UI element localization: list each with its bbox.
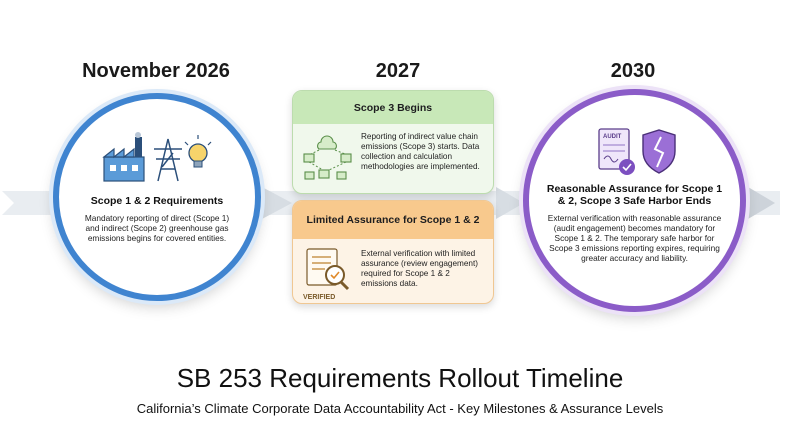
verified-stamp: VERIFIED xyxy=(303,294,335,301)
emissions-icons xyxy=(102,132,212,182)
assurance-icons: AUDIT xyxy=(597,128,676,175)
power-tower-icon xyxy=(154,138,182,182)
broken-shield-icon xyxy=(641,129,676,174)
arrow-head xyxy=(748,187,775,219)
page-title: SB 253 Requirements Rollout Timeline xyxy=(176,363,624,393)
arrow-marker xyxy=(262,187,292,219)
scope3-card: Scope 3 Begins Reporting of indirect val… xyxy=(292,90,494,194)
page-subtitle: California’s Climate Corporate Data Acco… xyxy=(136,401,664,416)
card-description: Reporting of indirect value chain emissi… xyxy=(361,132,480,171)
limited-assurance-card: Limited Assurance for Scope 1 & 2 VERIFI… xyxy=(292,200,494,304)
milestone-title: Scope 1 & 2 Requirements xyxy=(90,195,224,207)
year-label: November 2026 xyxy=(82,60,230,82)
milestone-description: External verification with reasonable as… xyxy=(547,213,722,263)
milestone-description: Mandatory reporting of direct (Scope 1) … xyxy=(84,213,230,243)
arrow-marker xyxy=(496,187,524,219)
supply-chain-icon xyxy=(303,135,352,180)
year-label: 2027 xyxy=(375,60,421,82)
milestone-circle: AUDIT Reasonable Assurance for Scope 1 &… xyxy=(523,89,746,312)
card-title: Scope 3 Begins xyxy=(293,91,493,124)
audit-document-icon: AUDIT xyxy=(597,128,635,175)
milestone-circle: Scope 1 & 2 Requirements Mandatory repor… xyxy=(53,93,261,301)
factory-icon xyxy=(102,132,145,182)
lightbulb-icon xyxy=(184,135,212,168)
audit-label: AUDIT xyxy=(603,134,622,140)
year-label: 2030 xyxy=(610,60,656,82)
magnifier-document-icon: VERIFIED xyxy=(303,248,350,301)
card-title: Limited Assurance for Scope 1 & 2 xyxy=(293,201,493,239)
card-description: External verification with limited assur… xyxy=(361,249,478,288)
milestone-title: Reasonable Assurance for Scope 1 & 2, Sc… xyxy=(546,183,723,207)
